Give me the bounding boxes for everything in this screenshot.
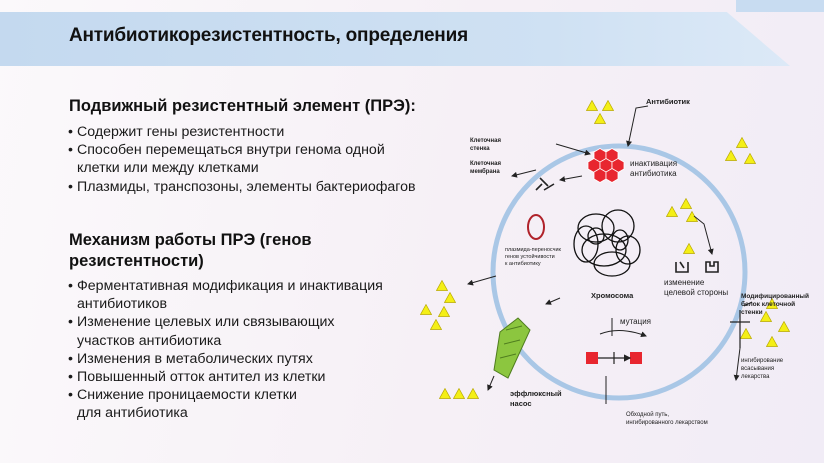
list-item: Плазмиды, транспозоны, элементы бактерио… xyxy=(68,178,416,196)
label-modified-protein-3: стенки xyxy=(741,309,763,316)
bypass-pathway-icon xyxy=(586,352,642,364)
label-plasmid-3: к антибиотику xyxy=(505,261,541,267)
antibiotic-triangle xyxy=(420,304,432,315)
list-item: Способен перемещаться внутри генома одно… xyxy=(68,141,416,159)
antibiotic-triangle xyxy=(736,137,748,148)
section-title-line: Механизм работы ПРЭ (генов xyxy=(69,231,312,249)
label-chromosome: Хромосома xyxy=(591,291,634,300)
section-title-mechanism: Механизм работы ПРЭ (генов резистентност… xyxy=(69,230,312,272)
modified-cell-wall-protein-icon xyxy=(730,310,750,348)
antibiotic-triangle xyxy=(444,292,456,303)
label-inhibition-3: лекарства xyxy=(741,374,770,380)
list-item: участков антибиотика xyxy=(77,332,222,349)
list-item: Ферментативная модификация и инактивация xyxy=(68,277,383,295)
list-item: клетки или между клетками xyxy=(77,160,259,177)
page-title: Антибиотикорезистентность, определения xyxy=(69,25,468,46)
antibiotic-triangle xyxy=(430,319,442,330)
section-title-line: резистентности) xyxy=(69,252,204,270)
label-plasmid-2: генов устойчивости xyxy=(505,253,555,260)
antibiotic-triangle xyxy=(666,206,678,217)
label-inactivation-2: антибиотика xyxy=(630,169,677,178)
antibiotic-triangle xyxy=(439,388,451,399)
label-cell-membrane-2: мембрана xyxy=(470,168,500,175)
antibiotic-triangle xyxy=(453,388,465,399)
antibiotic-triangle xyxy=(438,306,450,317)
label-modified-protein: Модифицированный xyxy=(741,292,809,300)
antibiotic-triangle xyxy=(725,150,737,161)
list-item: Содержит гены резистентности xyxy=(68,123,416,141)
label-antibiotic: Антибиотик xyxy=(646,97,690,106)
label-efflux-pump-2: насос xyxy=(510,399,532,408)
antibiotic-triangle xyxy=(602,100,614,111)
label-inactivation: инактивация xyxy=(630,159,677,168)
antibiotic-triangle xyxy=(683,243,695,254)
header-corner-tab xyxy=(736,0,824,12)
label-inhibition: ингибирование xyxy=(741,358,784,364)
antibiotic-triangle xyxy=(744,153,756,164)
label-cell-wall: Клеточная xyxy=(470,138,501,144)
inactivating-enzyme xyxy=(587,148,625,183)
list-item: для антибиотика xyxy=(77,405,188,422)
bullet-list-mobile-element: Содержит гены резистентности Способен пе… xyxy=(68,123,416,196)
label-inhibition-2: всасывания xyxy=(741,366,774,372)
label-modified-protein-2: белок клеточной xyxy=(741,300,795,308)
label-target-change: изменение xyxy=(664,278,705,287)
label-cell-wall-2: стенка xyxy=(470,146,490,152)
list-item: Снижение проницаемости клетки xyxy=(68,386,383,404)
antibiotic-triangle xyxy=(740,328,752,339)
section-title-mobile-element: Подвижный резистентный элемент (ПРЭ): xyxy=(69,97,416,115)
antibiotic-triangle xyxy=(467,388,479,399)
list-item: Изменение целевых или связывающих xyxy=(68,313,383,331)
list-item: Повышенный отток антител из клетки xyxy=(68,368,383,386)
bullet-list-mechanism: Ферментативная модификация и инактивация… xyxy=(68,277,383,423)
antibiotic-triangle xyxy=(680,198,692,209)
label-mutation: мутация xyxy=(620,317,651,326)
antibiotic-triangle xyxy=(766,336,778,347)
antibiotic-triangle xyxy=(436,280,448,291)
label-bypass-2: ингибированного лекарством xyxy=(626,420,708,426)
list-item: Изменения в метаболических путях xyxy=(68,350,383,368)
list-item: антибиотиков xyxy=(77,296,167,313)
antibiotic-triangle xyxy=(686,211,698,222)
diagram-arrows xyxy=(467,105,753,404)
broken-antibiotic-icon xyxy=(535,177,555,191)
label-plasmid: плазмида-переносчик xyxy=(505,247,562,253)
header-band xyxy=(0,12,790,66)
efflux-pump-icon xyxy=(493,317,531,379)
label-cell-membrane: Клеточная xyxy=(470,161,501,167)
label-efflux-pump: эффлюксный xyxy=(510,389,562,398)
target-site-icon xyxy=(675,261,719,273)
chromosome-icon xyxy=(573,209,641,277)
antibiotic-triangle xyxy=(778,321,790,332)
plasmid-icon xyxy=(527,214,545,240)
label-target-change-2: целевой стороны xyxy=(664,288,728,297)
antibiotic-triangle xyxy=(586,100,598,111)
cell-wall-ring xyxy=(490,143,748,401)
label-bypass: Обходной путь, xyxy=(626,411,669,418)
antibiotic-triangle xyxy=(594,113,606,124)
